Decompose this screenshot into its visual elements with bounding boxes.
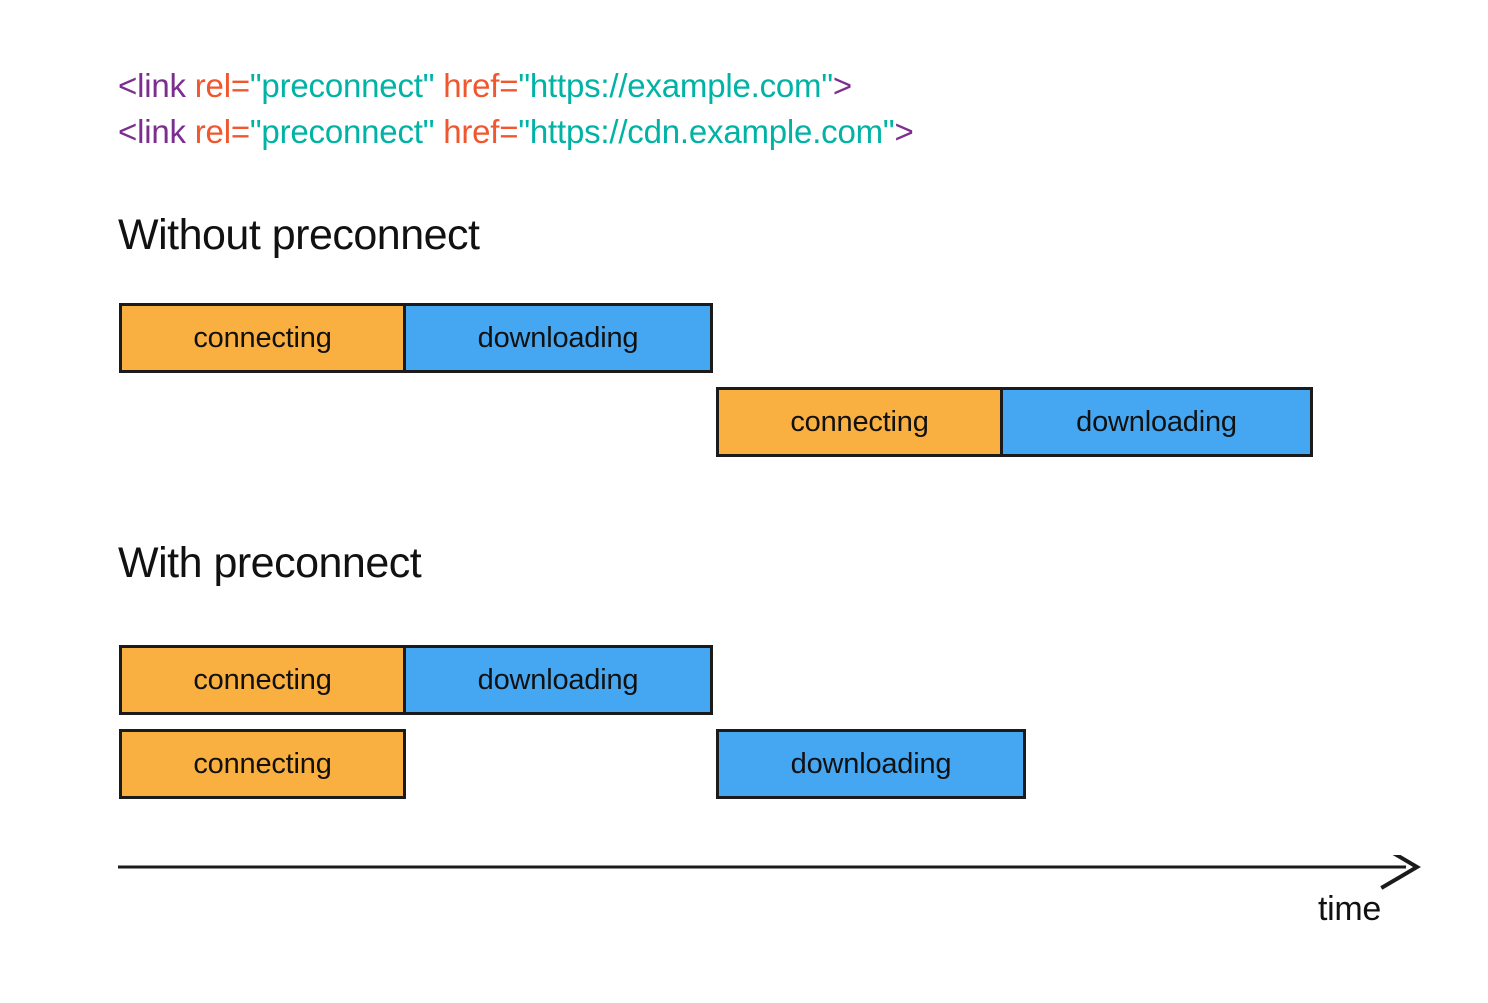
code-token-tag-open: <link [118, 113, 186, 150]
code-token-value-href: "https://example.com" [518, 67, 833, 104]
code-token-value-rel: "preconnect" [249, 113, 435, 150]
section-heading-with-preconnect: With preconnect [118, 539, 422, 587]
code-token-attr-href: href= [434, 67, 519, 104]
bar-segment-downloading: downloading [716, 729, 1026, 799]
code-line-1: <link rel="preconnect" href="https://exa… [118, 63, 914, 109]
time-axis [118, 855, 1424, 895]
code-snippet: <link rel="preconnect" href="https://exa… [118, 63, 914, 155]
code-token-attr-rel: rel= [185, 113, 250, 150]
code-token-attr-href: href= [434, 113, 519, 150]
bar-segment-connecting: connecting [716, 387, 1003, 457]
bar-segment-downloading: downloading [406, 645, 713, 715]
time-axis-label: time [1318, 890, 1382, 928]
code-token-tag-close: > [832, 67, 852, 104]
code-token-tag-close: > [894, 113, 914, 150]
code-token-value-href: "https://cdn.example.com" [518, 113, 895, 150]
bar-segment-connecting: connecting [119, 729, 406, 799]
bar-segment-downloading: downloading [406, 303, 713, 373]
bar-segment-downloading: downloading [1003, 387, 1313, 457]
section-heading-without-preconnect: Without preconnect [118, 211, 480, 259]
bar-segment-connecting: connecting [119, 303, 406, 373]
code-token-value-rel: "preconnect" [249, 67, 435, 104]
code-line-2: <link rel="preconnect" href="https://cdn… [118, 109, 914, 155]
code-token-attr-rel: rel= [185, 67, 250, 104]
code-token-tag-open: <link [118, 67, 186, 104]
bar-segment-connecting: connecting [119, 645, 406, 715]
